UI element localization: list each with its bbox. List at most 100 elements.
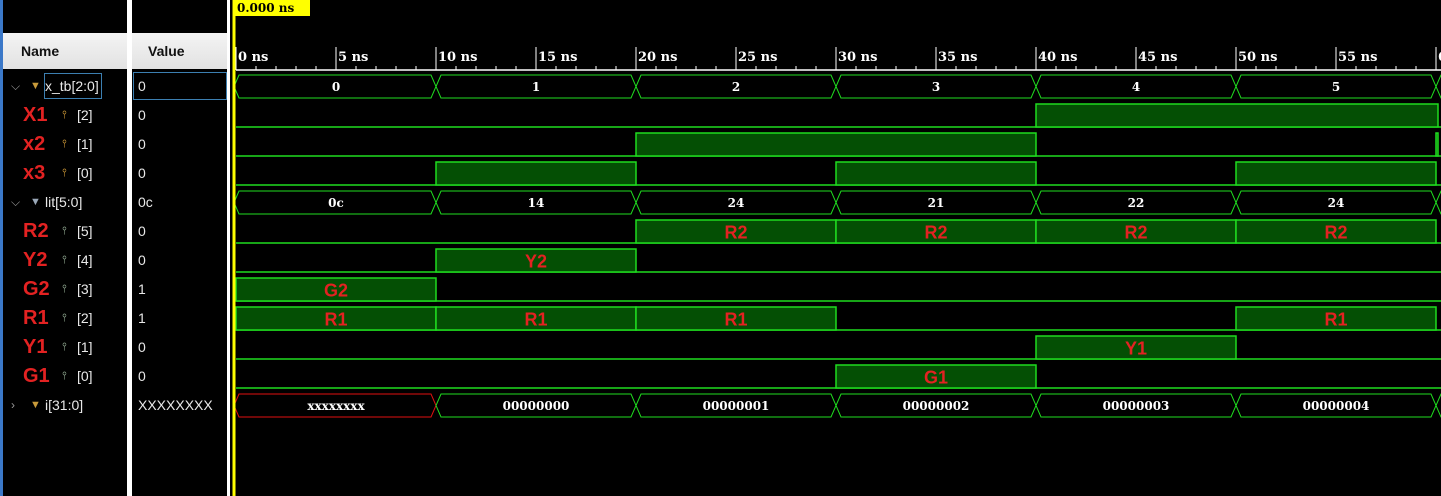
bus-segment[interactable] xyxy=(1435,74,1441,99)
bus-segment[interactable] xyxy=(635,190,837,215)
signal-alias-label: x2 xyxy=(23,133,46,155)
signal-high-pulse[interactable] xyxy=(635,306,837,331)
ruler-tick-label: 45 ns xyxy=(1138,50,1177,65)
signal-high-pulse[interactable] xyxy=(1035,103,1439,128)
ruler-tick-label: 30 ns xyxy=(838,50,877,65)
signal-alias-label: Y1 xyxy=(23,336,48,358)
bus-segment-value: 3 xyxy=(932,80,940,94)
signal-row-name[interactable]: Y2⫯[4] xyxy=(3,246,127,275)
signal-high-pulse[interactable] xyxy=(835,364,1037,389)
bus-segment-value: 4 xyxy=(1132,80,1140,94)
signal-value: 0 xyxy=(138,223,146,239)
signal-high-pulse[interactable] xyxy=(235,277,437,302)
signal-name[interactable]: [4] xyxy=(77,252,93,268)
signal-row-name[interactable]: G1⫯[0] xyxy=(3,362,127,391)
cursor-time-badge xyxy=(234,0,310,16)
bus-segment[interactable] xyxy=(835,190,1037,215)
signal-name[interactable]: lit[5:0] xyxy=(45,194,83,210)
signal-row-name[interactable]: X1⫯[2] xyxy=(3,101,127,130)
pulse-alias-label: R2 xyxy=(924,223,947,243)
name-column-header[interactable]: Name xyxy=(3,33,127,69)
signal-name[interactable]: x_tb[2:0] xyxy=(44,73,102,99)
bus-segment[interactable] xyxy=(435,74,637,99)
pulse-alias-label: Y2 xyxy=(525,252,547,272)
signal-name[interactable]: i[31:0] xyxy=(45,397,84,413)
output-bit-icon: ⫯ xyxy=(62,254,67,266)
signal-row-name[interactable]: ⌵▼x_tb[2:0] xyxy=(3,72,127,101)
bus-segment-value: 00000004 xyxy=(1303,399,1370,413)
bus-segment-value: 2 xyxy=(732,80,740,94)
signal-name[interactable]: [5] xyxy=(77,223,93,239)
value-column-header[interactable]: Value xyxy=(132,33,227,69)
signal-name[interactable]: [1] xyxy=(77,136,93,152)
signal-value: XXXXXXXX xyxy=(138,397,213,413)
ruler-tick-label: 40 ns xyxy=(1038,50,1077,65)
bus-segment[interactable] xyxy=(1435,393,1441,418)
ruler-tick-label: 55 ns xyxy=(1338,50,1377,65)
signal-high-pulse[interactable] xyxy=(1235,219,1437,244)
signal-row-name[interactable]: x2⫯[1] xyxy=(3,130,127,159)
signal-name[interactable]: [0] xyxy=(77,165,93,181)
pulse-alias-label: R1 xyxy=(724,310,747,330)
pulse-alias-label: R1 xyxy=(1324,310,1347,330)
signal-high-pulse[interactable] xyxy=(435,248,637,273)
signal-name[interactable]: [1] xyxy=(77,339,93,355)
signal-alias-label: X1 xyxy=(23,104,48,126)
signal-row-name[interactable]: ›▼i[31:0] xyxy=(3,391,127,420)
signal-value: 0 xyxy=(138,339,146,355)
bus-segment-value: 1 xyxy=(532,80,540,94)
chevron-down-icon[interactable]: ⌵ xyxy=(11,79,21,93)
cursor-time-label: 0.000 ns xyxy=(237,1,294,15)
signal-row-name[interactable]: ⌵▼lit[5:0] xyxy=(3,188,127,217)
bus-segment[interactable] xyxy=(1035,74,1237,99)
bus-segment[interactable] xyxy=(1435,190,1441,215)
signal-name[interactable]: [2] xyxy=(77,107,93,123)
signal-row-name[interactable]: R1⫯[2] xyxy=(3,304,127,333)
signal-row-name[interactable]: Y1 ⫯ [1] xyxy=(3,333,127,362)
signal-high-pulse[interactable] xyxy=(1235,306,1437,331)
signal-row-name[interactable]: G2 ⫯ [3] xyxy=(3,275,127,304)
ruler-tick-label: 50 ns xyxy=(1238,50,1277,65)
bus-segment-value: 22 xyxy=(1128,196,1145,210)
bus-segment[interactable] xyxy=(435,190,637,215)
bus-segment[interactable] xyxy=(1235,190,1437,215)
column-divider[interactable] xyxy=(127,0,132,496)
ruler-tick-label: 6 xyxy=(1438,50,1441,65)
bus-segment[interactable] xyxy=(1035,393,1237,418)
output-bit-icon: ⫯ xyxy=(62,341,67,353)
ruler-tick-label: 15 ns xyxy=(538,50,577,65)
signal-high-pulse[interactable] xyxy=(1235,161,1437,186)
pane-divider[interactable] xyxy=(227,0,230,496)
ruler-tick-label: 35 ns xyxy=(938,50,977,65)
signal-alias-label: G1 xyxy=(23,365,50,387)
signal-name[interactable]: [0] xyxy=(77,368,93,384)
input-bit-icon: ⫯ xyxy=(62,167,67,179)
output-bit-icon: ⫯ xyxy=(62,312,67,324)
signal-high-pulse[interactable] xyxy=(1435,132,1439,157)
signal-name[interactable]: [2] xyxy=(77,310,93,326)
output-bit-icon: ⫯ xyxy=(62,283,67,295)
bus-segment[interactable] xyxy=(435,393,637,418)
signal-value: 0 xyxy=(138,368,146,384)
signal-row-name[interactable]: x3⫯[0] xyxy=(3,159,127,188)
signal-row-name[interactable]: R2⫯[5] xyxy=(3,217,127,246)
signal-alias-label: G2 xyxy=(23,278,50,300)
bus-segment[interactable] xyxy=(635,393,837,418)
bus-segment-value: 0 xyxy=(332,80,340,94)
bus-segment[interactable] xyxy=(1035,190,1237,215)
pulse-alias-label: G1 xyxy=(924,368,948,388)
chevron-right-icon[interactable]: › xyxy=(11,398,15,412)
bus-segment[interactable] xyxy=(835,393,1037,418)
signal-high-pulse[interactable] xyxy=(635,132,1037,157)
bus-segment[interactable] xyxy=(1235,393,1437,418)
bus-segment[interactable] xyxy=(635,74,837,99)
chevron-down-icon[interactable]: ⌵ xyxy=(11,195,21,209)
signal-name[interactable]: [3] xyxy=(77,281,93,297)
signal-high-pulse[interactable] xyxy=(435,161,637,186)
signal-high-pulse[interactable] xyxy=(1035,335,1237,360)
signal-high-pulse[interactable] xyxy=(835,161,1037,186)
bus-segment[interactable] xyxy=(1235,74,1437,99)
signal-value: 0 xyxy=(138,107,146,123)
bus-segment[interactable] xyxy=(835,74,1037,99)
